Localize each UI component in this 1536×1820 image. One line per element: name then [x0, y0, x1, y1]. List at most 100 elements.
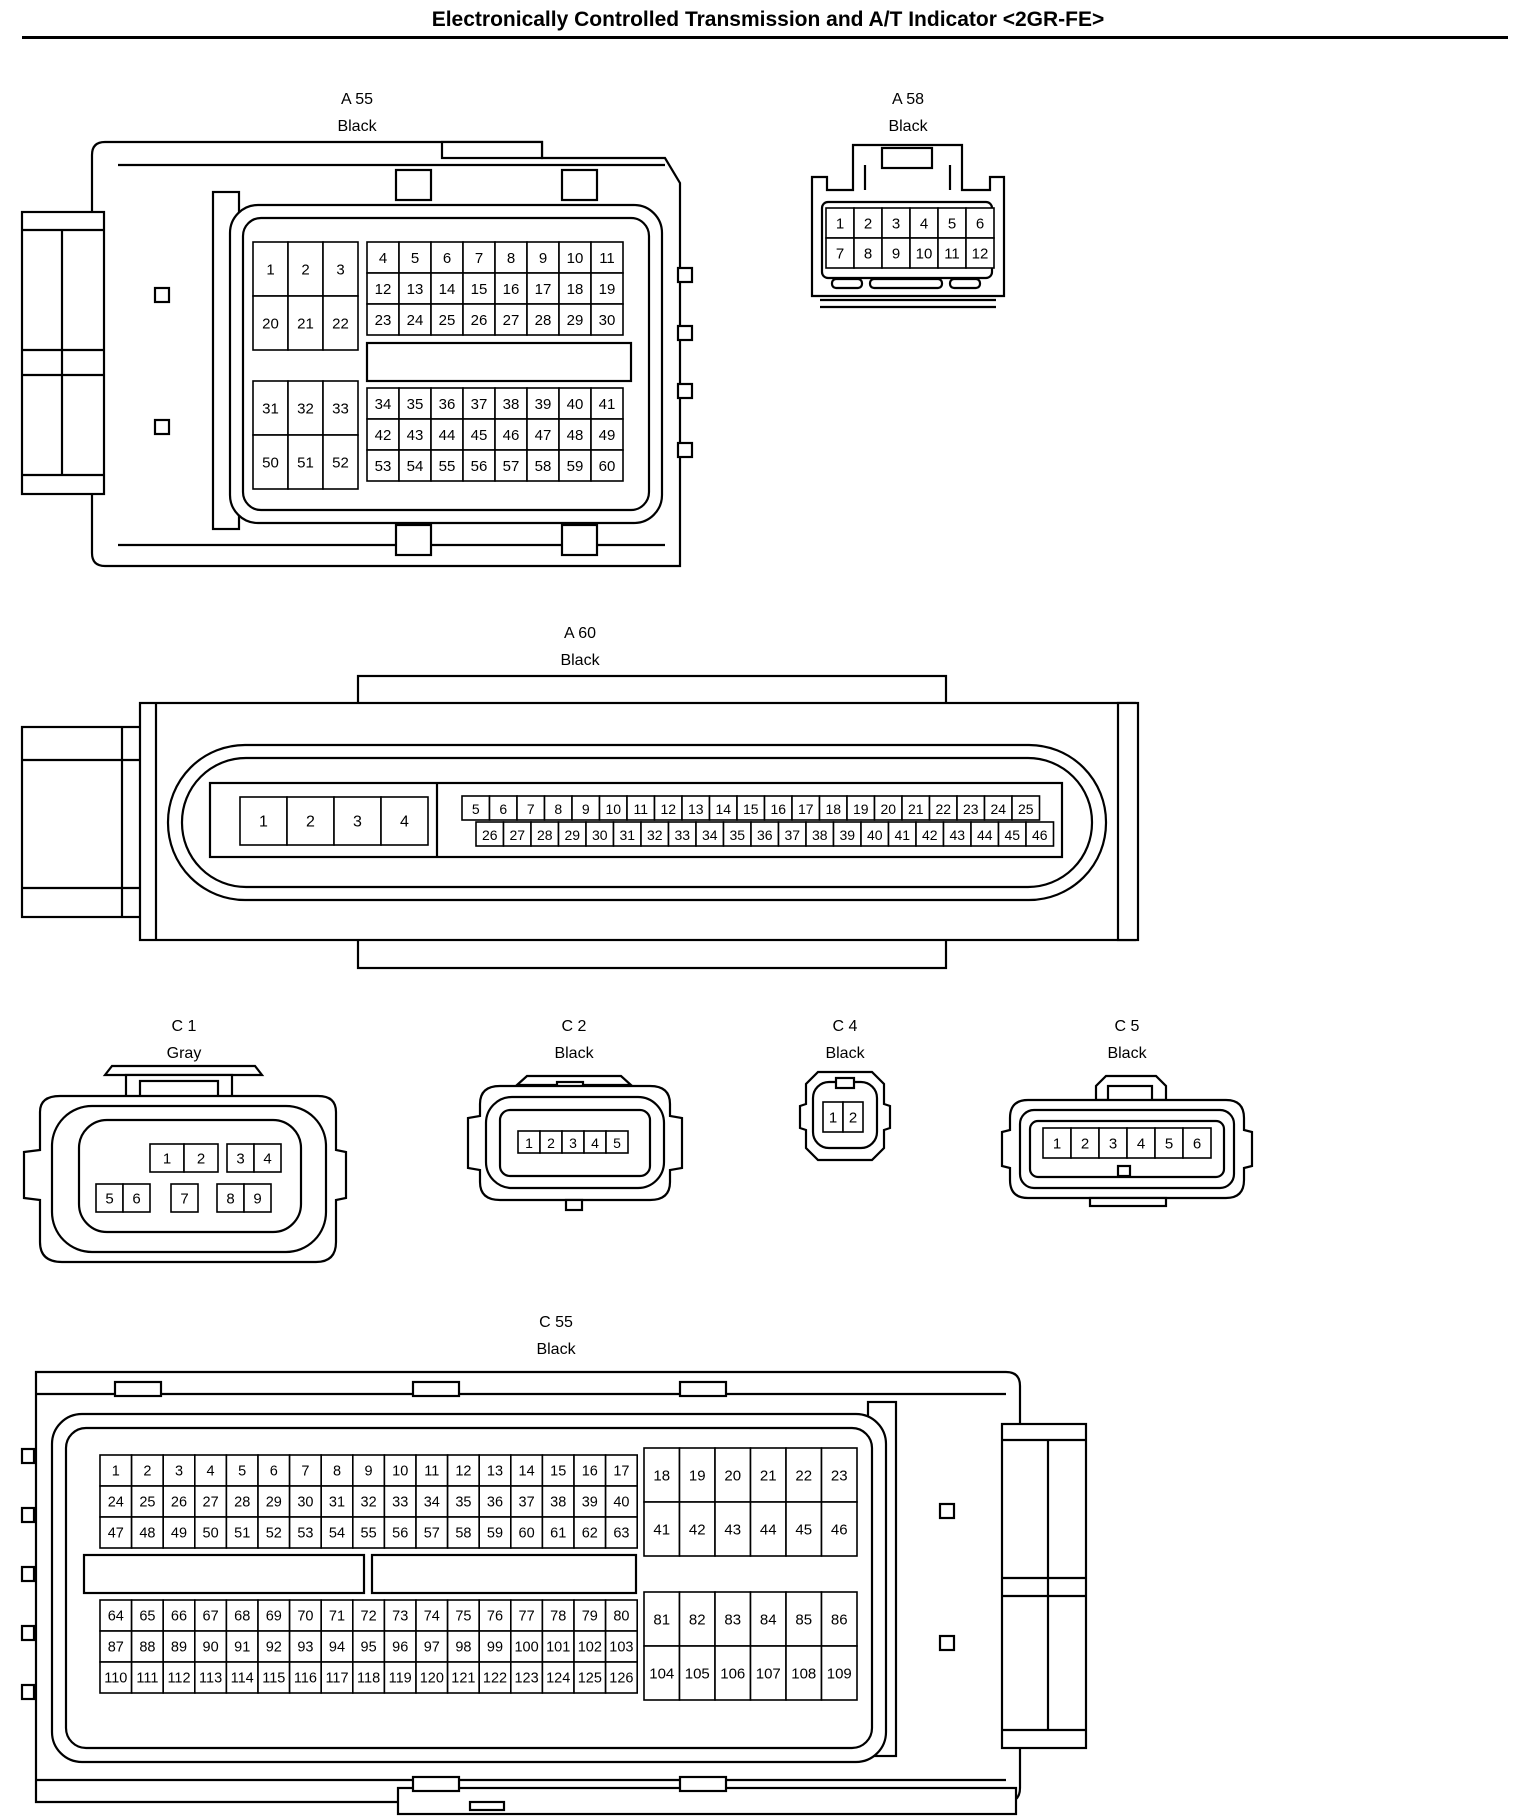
connector-a60-pin-34-cell — [695, 821, 725, 847]
connector-c55-pin-44: 44 — [760, 1522, 777, 1539]
connector-a60-pin-11: 11 — [633, 801, 648, 817]
connector-c55-pin-97: 97 — [424, 1640, 440, 1656]
connector-a58-pin-6-cell — [965, 207, 995, 239]
connector-a60-pin-21: 21 — [908, 801, 924, 817]
connector-a60-pin-33: 33 — [674, 827, 690, 843]
connector-c55-pin-111-cell — [130, 1661, 165, 1694]
connector-a55-pin-25-cell — [430, 303, 464, 336]
connector-c55-pin-99-cell — [478, 1630, 512, 1663]
connector-a60-pin-13: 13 — [688, 801, 704, 817]
connector-c55-pin-61: 61 — [550, 1526, 566, 1542]
connector-a60-pin-17: 17 — [798, 801, 814, 817]
connector-c55-pin-70: 70 — [297, 1609, 313, 1625]
connector-c55-pin-123: 123 — [514, 1671, 538, 1687]
connector-a60-pin-39: 39 — [839, 827, 855, 843]
connector-a55-pin-5: 5 — [411, 250, 419, 267]
connector-a60-pin-28-cell — [530, 821, 560, 847]
connector-a55-pin-17: 17 — [535, 281, 552, 298]
connector-c55-pin-107: 107 — [756, 1666, 781, 1683]
connector-c55-pin-17: 17 — [613, 1464, 629, 1480]
connector-a55-pin-9: 9 — [539, 250, 547, 267]
connector-c5-code: C 5 — [1115, 1018, 1140, 1035]
connector-a58-code: A 58 — [892, 91, 924, 108]
connector-a55-pin-16: 16 — [503, 281, 520, 298]
connector-a58-pin-5: 5 — [948, 216, 956, 233]
connector-c1-pin-8-cell — [216, 1183, 245, 1213]
connector-c55-pin-14: 14 — [519, 1464, 535, 1480]
connector-a60-pin-24: 24 — [990, 801, 1006, 817]
connector-c55-pin-37: 37 — [519, 1495, 535, 1511]
connector-a55-pin-14: 14 — [439, 281, 456, 298]
connector-c5-pin-1: 1 — [1053, 1136, 1061, 1153]
connector-a55-pin-8-cell — [494, 241, 528, 274]
connector-a55-pin-43: 43 — [407, 427, 424, 444]
connector-c55-pin-41: 41 — [653, 1522, 670, 1539]
connector-c55-pin-17-cell — [604, 1454, 638, 1487]
connector-c1-pin-7: 7 — [180, 1191, 188, 1208]
connector-a60-pin-46-cell — [1025, 821, 1055, 847]
connector-a60-pin-4-cell — [380, 796, 429, 846]
connector-c55-pin-57: 57 — [424, 1526, 440, 1542]
connector-c55-pin-109-cell — [820, 1645, 858, 1701]
connector-c55-pin-112: 112 — [167, 1671, 190, 1687]
connector-c55-pin-59: 59 — [487, 1526, 503, 1542]
connector-a55-pin-34-cell — [366, 387, 400, 420]
connector-a55-pin-16-cell — [494, 272, 528, 305]
connector-c55-pin-50: 50 — [203, 1526, 219, 1542]
connector-a55-pin-6-cell — [430, 241, 464, 274]
connector-a60-pin-16: 16 — [770, 801, 786, 817]
connector-a55-color: Black — [337, 118, 377, 135]
connector-a55-pin-27-cell — [494, 303, 528, 336]
connector-c55-pin-27-cell — [194, 1485, 228, 1518]
connector-a58-pin-12-cell — [965, 237, 995, 269]
connector-c55-pin-87: 87 — [108, 1640, 124, 1656]
connector-a60-pin-32: 32 — [647, 827, 663, 843]
connector-a55-pin-41-cell — [590, 387, 624, 420]
connector-c1-pin-8: 8 — [226, 1191, 234, 1208]
connector-c55-pin-23-cell — [820, 1447, 858, 1503]
connector-a60-pin-1: 1 — [259, 814, 268, 831]
connector-a60-pin-42-cell — [915, 821, 945, 847]
connector-a55-pin-36: 36 — [439, 396, 456, 413]
connector-c55-pin-3: 3 — [175, 1464, 183, 1480]
connector-c55-pin-82: 82 — [689, 1612, 706, 1629]
title-rule — [22, 36, 1508, 39]
connector-a55-pin-49-cell — [590, 418, 624, 451]
connector-a60-code: A 60 — [564, 625, 596, 642]
connector-c1-pin-4: 4 — [263, 1151, 271, 1168]
connector-a55-pin-19: 19 — [599, 281, 616, 298]
connector-c55-pin-29: 29 — [266, 1495, 282, 1511]
connector-c55-pin-96: 96 — [392, 1640, 408, 1656]
connector-a60-pin-35-cell — [722, 821, 752, 847]
connector-a55-pin-7-cell — [462, 241, 496, 274]
connector-a55-pin-53: 53 — [375, 458, 392, 475]
connector-c55-pin-80-cell — [604, 1599, 638, 1632]
connector-c55-pin-105: 105 — [685, 1666, 710, 1683]
connector-c5-color: Black — [1107, 1045, 1147, 1062]
connector-c55-pin-95-cell — [351, 1630, 386, 1663]
connector-c4-pin-2-cell — [842, 1101, 864, 1133]
connector-a55-pin-19-cell — [590, 272, 624, 305]
connector-a60-pin-37: 37 — [784, 827, 800, 843]
connector-c55-pin-50-cell — [194, 1516, 228, 1549]
connector-a55-pin-29-cell — [558, 303, 592, 336]
connector-c55-pin-57-cell — [415, 1516, 449, 1549]
connector-a58-pin-11: 11 — [944, 246, 960, 263]
connector-a55-pin-55: 55 — [439, 458, 456, 475]
connector-c55-pin-19: 19 — [689, 1468, 706, 1485]
connector-a60-pin-15: 15 — [743, 801, 759, 817]
connector-c55-pin-55: 55 — [361, 1526, 377, 1542]
connector-c55-pin-92: 92 — [266, 1640, 282, 1656]
connector-a55-pin-58-cell — [526, 449, 560, 482]
connector-a55-pin-23: 23 — [375, 312, 392, 329]
connector-c55-pin-84-cell — [749, 1591, 787, 1647]
connector-c55-pin-34: 34 — [424, 1495, 440, 1511]
connector-a55-pin-20-cell — [252, 295, 289, 351]
connector-c55-pin-39: 39 — [582, 1495, 598, 1511]
connector-a55-pin-53-cell — [366, 449, 400, 482]
